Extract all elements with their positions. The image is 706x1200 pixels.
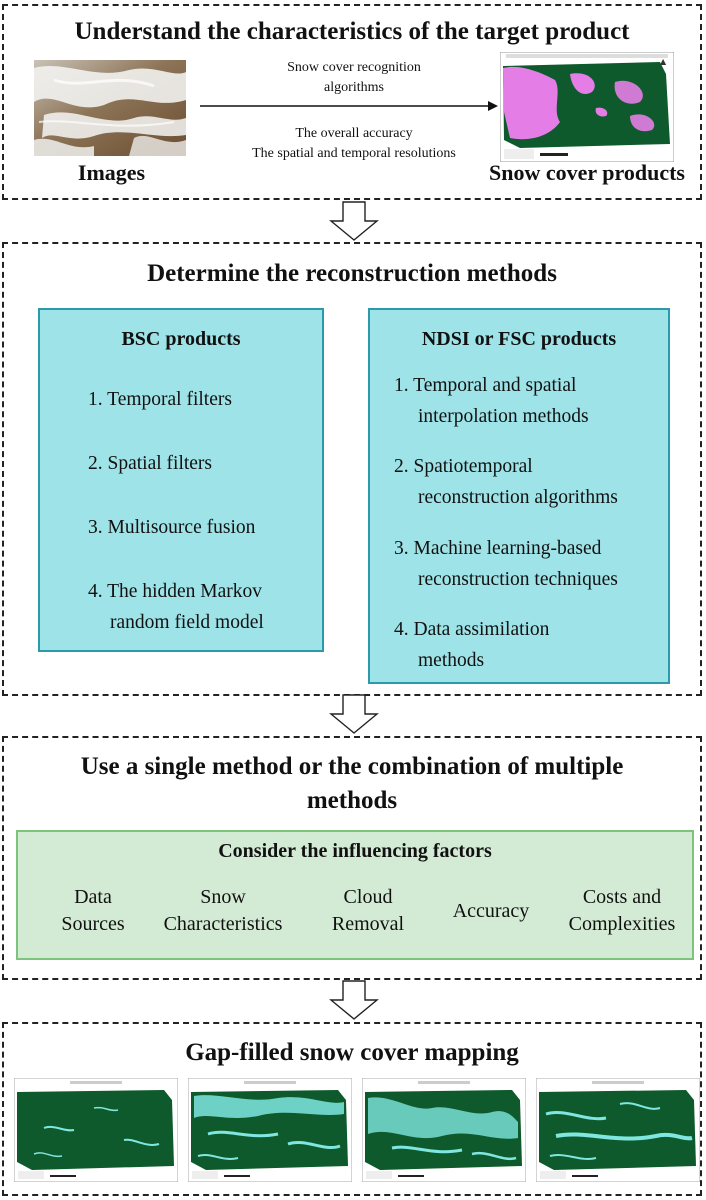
ndsi-item-2: 2. Spatiotemporal reconstruction algorit… <box>394 451 618 513</box>
factor-cloud-removal-line-1: Cloud <box>343 886 393 908</box>
factor-cloud-removal: Cloud Removal <box>308 884 428 938</box>
ndsi-item-2-line-1: 2. Spatiotemporal <box>394 456 533 477</box>
section-3-title-line-1: Use a single method or the combination o… <box>80 753 624 780</box>
section-gap-filled-mapping: Gap-filled snow cover mapping <box>2 1022 702 1196</box>
section-3-title: Use a single method or the combination o… <box>4 750 700 818</box>
right-arrow <box>200 101 498 111</box>
ndsi-fsc-products-box: NDSI or FSC products 1. Temporal and spa… <box>368 308 670 684</box>
down-arrow-3 <box>329 980 379 1020</box>
gap-filled-map-3 <box>362 1078 526 1182</box>
bsc-heading: BSC products <box>121 328 241 350</box>
bsc-products-box: BSC products 1. Temporal filters 2. Spat… <box>38 308 324 652</box>
section-2-title: Determine the reconstruction methods <box>147 260 557 287</box>
arrow-bottom-line-2: The spatial and temporal resolutions <box>252 146 456 161</box>
arrow-bottom-line-1: The overall accuracy <box>295 126 413 141</box>
arrow-bottom-text: The overall accuracy The spatial and tem… <box>204 124 504 164</box>
bsc-item-4-line-1: 4. The hidden Markov <box>88 581 263 602</box>
arrow-top-text: Snow cover recognition algorithms <box>204 58 504 98</box>
down-arrow-2 <box>329 694 379 734</box>
gap-filled-map-2 <box>188 1078 352 1182</box>
influencing-factors-box: Consider the influencing factors Data So… <box>16 830 694 960</box>
factor-costs-complexities: Costs and Complexities <box>552 884 692 938</box>
bsc-item-4: 4. The hidden Markov random field model <box>88 576 264 638</box>
ndsi-item-4-line-1: 4. Data assimilation <box>394 619 550 640</box>
section-3-title-line-2: methods <box>306 787 398 814</box>
ndsi-item-3-line-2: reconstruction techniques <box>418 569 618 590</box>
gap-filled-map-4 <box>536 1078 700 1182</box>
down-arrow-1 <box>329 201 379 241</box>
ndsi-item-2-line-2: reconstruction algorithms <box>418 487 618 508</box>
svg-text:▲: ▲ <box>660 57 667 66</box>
bsc-item-2: 2. Spatial filters <box>88 448 212 479</box>
factor-snow-characteristics: Snow Characteristics <box>148 884 298 938</box>
factor-snow-characteristics-line-2: Characteristics <box>163 913 283 935</box>
factor-data-sources-line-1: Data <box>74 886 112 908</box>
bsc-item-3-line-1: 3. Multisource fusion <box>88 517 256 538</box>
snow-cover-product-map: ▲ <box>500 52 674 162</box>
section-1-title: Understand the characteristics of the ta… <box>74 18 630 45</box>
ndsi-item-1: 1. Temporal and spatial interpolation me… <box>394 370 589 432</box>
gap-filled-map-1 <box>14 1078 178 1182</box>
factor-data-sources: Data Sources <box>38 884 148 938</box>
ndsi-item-1-line-2: interpolation methods <box>418 406 589 427</box>
factor-snow-characteristics-line-1: Snow <box>200 886 246 908</box>
ndsi-item-4-line-2: methods <box>418 650 485 671</box>
bsc-item-1: 1. Temporal filters <box>88 384 232 415</box>
section-4-title: Gap-filled snow cover mapping <box>185 1039 519 1066</box>
section-method-combination: Use a single method or the combination o… <box>2 736 702 980</box>
arrow-top-line-1: Snow cover recognition <box>287 60 421 75</box>
factor-accuracy-line-1: Accuracy <box>452 900 530 922</box>
factor-costs-complexities-line-2: Complexities <box>568 913 676 935</box>
ndsi-item-1-line-1: 1. Temporal and spatial <box>394 375 577 396</box>
ndsi-item-3-line-1: 3. Machine learning-based <box>394 538 602 559</box>
ndsi-item-3: 3. Machine learning-based reconstruction… <box>394 533 618 595</box>
factors-heading: Consider the influencing factors <box>218 840 492 862</box>
images-label: Images <box>77 160 146 185</box>
bsc-item-4-line-2: random field model <box>110 612 264 633</box>
ndsi-item-4: 4. Data assimilation methods <box>394 614 549 676</box>
factor-data-sources-line-2: Sources <box>61 913 125 935</box>
bsc-item-1-line-1: 1. Temporal filters <box>88 389 232 410</box>
factor-accuracy: Accuracy <box>436 898 546 925</box>
ndsi-heading: NDSI or FSC products <box>421 328 617 350</box>
factor-costs-complexities-line-1: Costs and <box>582 886 662 908</box>
section-understand-product: Understand the characteristics of the ta… <box>2 4 702 200</box>
satellite-image <box>34 60 186 156</box>
section-reconstruction-methods: Determine the reconstruction methods BSC… <box>2 242 702 696</box>
snow-cover-products-label: Snow cover products <box>489 160 685 185</box>
factor-cloud-removal-line-2: Removal <box>331 913 405 935</box>
arrow-top-line-2: algorithms <box>324 80 384 95</box>
bsc-item-3: 3. Multisource fusion <box>88 512 255 543</box>
bsc-item-2-line-1: 2. Spatial filters <box>88 453 213 474</box>
